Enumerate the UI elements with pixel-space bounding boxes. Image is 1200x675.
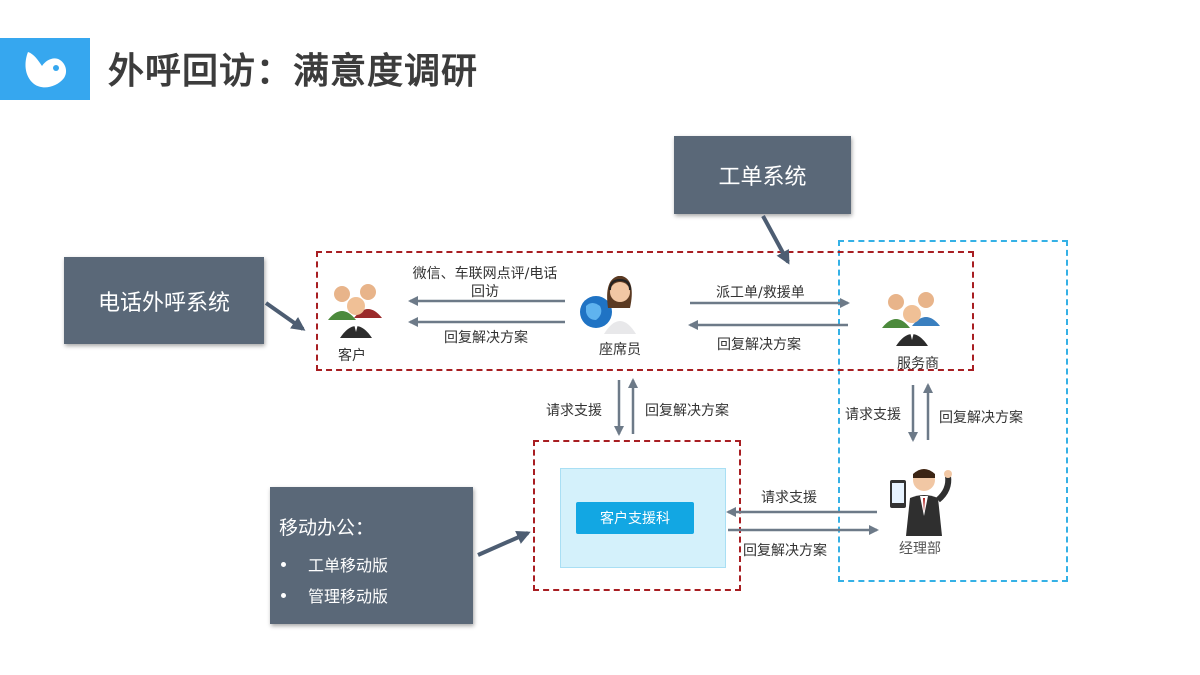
mobile-office-title: 移动办公： — [279, 517, 375, 539]
work-order-system-label: 工单系统 — [718, 165, 807, 190]
logo-badge — [0, 38, 90, 100]
page-title: 外呼回访：满意度调研 — [108, 51, 479, 92]
arrow-work-order-system — [761, 215, 790, 265]
flow-label-manager-reply-support: 回复解决方案 — [743, 543, 827, 559]
support-dept-panel: 客户支援科 — [560, 468, 726, 568]
mobile-office-box: 移动办公： 工单移动版 管理移动版 — [270, 487, 473, 624]
flow-label-support-reply: 回复解决方案 — [645, 403, 729, 419]
phone-outbound-system-label: 电话外呼系统 — [97, 290, 230, 316]
mobile-office-item: 工单移动版 — [279, 552, 388, 576]
flow-label-provider-reply: 回复解决方案 — [717, 337, 801, 353]
flow-label-manager-reply: 回复解决方案 — [939, 410, 1023, 426]
flow-label-manager-request: 请求支援 — [761, 490, 817, 506]
support-group — [533, 440, 741, 591]
manager-icon — [890, 469, 952, 536]
flow-label-dispatch: 派工单/救援单 — [716, 285, 805, 301]
bird-logo-icon — [25, 52, 67, 88]
manager-label: 经理部 — [899, 541, 941, 557]
bullet-icon — [281, 561, 286, 567]
flow-label-agent-request: 请求支援 — [546, 403, 602, 419]
customer-group-icon — [328, 284, 382, 338]
service-provider-group — [838, 240, 1068, 582]
flow-label-customer-reply: 回复解决方案 — [444, 330, 528, 346]
mobile-office-item: 管理移动版 — [279, 583, 388, 607]
service-provider-group-icon — [882, 292, 940, 346]
arrow-phone-system — [264, 301, 306, 331]
agent-icon — [580, 276, 636, 334]
arrow-mobile-office — [477, 531, 531, 557]
frontline-group — [316, 251, 974, 371]
flow-label-provider-request: 请求支援 — [845, 407, 901, 423]
support-dept-button[interactable]: 客户支援科 — [576, 502, 694, 534]
flow-label-agent-to-customer: 微信、车联网点评/电话回访 — [412, 266, 558, 300]
service-provider-label: 服务商 — [897, 356, 939, 372]
phone-outbound-system-box: 电话外呼系统 — [64, 257, 264, 344]
customer-label: 客户 — [338, 348, 366, 364]
work-order-system-box: 工单系统 — [674, 136, 851, 214]
agent-label: 座席员 — [599, 342, 641, 358]
bullet-icon — [281, 592, 286, 598]
